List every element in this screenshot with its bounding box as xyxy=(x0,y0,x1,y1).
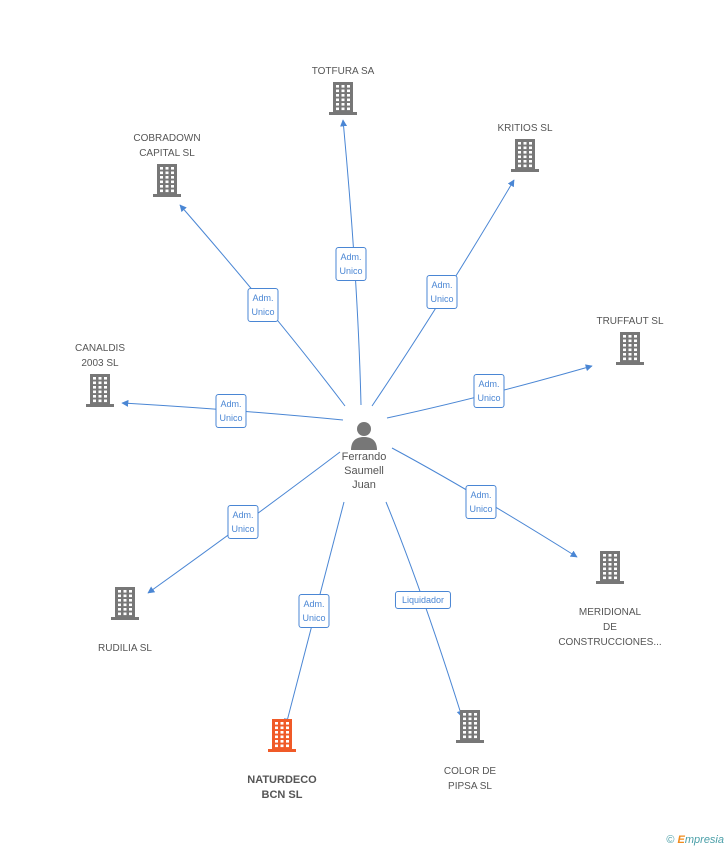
company-label-line: TRUFFAUT SL xyxy=(596,316,664,327)
role-badge-canaldis[interactable]: Adm. Unico xyxy=(215,394,247,428)
role-badge-line: Adm. xyxy=(431,280,453,290)
building-icon xyxy=(511,139,539,172)
copyright-icon: © xyxy=(666,834,675,846)
edge-colordepipsa xyxy=(385,501,464,718)
role-badge-kritios[interactable]: Adm. Unico xyxy=(426,275,458,309)
building-icon xyxy=(456,710,484,743)
role-badge-line: Liquidador xyxy=(401,595,445,605)
person-name-line: Juan xyxy=(352,479,376,491)
role-badge-line: Unico xyxy=(251,307,275,317)
role-badge-line: Unico xyxy=(302,613,326,623)
role-badge-line: Adm. xyxy=(340,252,362,262)
person-name-line: Saumell xyxy=(344,465,384,477)
role-badge-line: Unico xyxy=(430,294,454,304)
building-icon xyxy=(153,164,181,197)
role-badge-line: Unico xyxy=(231,524,255,534)
company-label-line: PIPSA SL xyxy=(448,781,492,792)
building-icon xyxy=(268,719,296,752)
company-label-line: BCN SL xyxy=(261,789,303,801)
person-node[interactable]: Ferrando Saumell Juan xyxy=(314,420,414,492)
role-badge-truffaut[interactable]: Adm. Unico xyxy=(473,374,505,408)
role-badge-colordepipsa[interactable]: Liquidador xyxy=(394,591,452,609)
role-badge-totfura[interactable]: Adm. Unico xyxy=(335,247,367,281)
company-node-meridional[interactable]: MERIDIONAL DE CONSTRUCCIONES... xyxy=(550,550,670,650)
company-label-line: RUDILIA SL xyxy=(98,643,152,654)
company-label: RUDILIA SL xyxy=(65,641,185,656)
role-badge-line: Unico xyxy=(339,266,363,276)
company-label: TOTFURA SA xyxy=(283,64,403,79)
role-badge-line: Unico xyxy=(469,504,493,514)
role-badge-meridional[interactable]: Adm. Unico xyxy=(465,485,497,519)
company-label: MERIDIONAL DE CONSTRUCCIONES... xyxy=(550,605,670,650)
company-node-kritios[interactable]: KRITIOS SL xyxy=(465,121,585,172)
company-node-truffaut[interactable]: TRUFFAUT SL xyxy=(570,314,690,365)
company-label-line: MERIDIONAL xyxy=(578,607,642,618)
role-badge-line: Adm. xyxy=(232,510,254,520)
role-badge-line: Unico xyxy=(477,393,501,403)
building-icon xyxy=(329,82,357,115)
company-label-line: 2003 SL xyxy=(81,358,119,369)
company-label: COBRADOWN CAPITAL SL xyxy=(107,131,227,161)
role-badge-line: Unico xyxy=(219,413,243,423)
role-badge-line: Adm. xyxy=(478,379,500,389)
company-node-canaldis[interactable]: CANALDIS 2003 SL xyxy=(40,341,160,407)
brand-footer: ©Empresia xyxy=(666,834,724,846)
company-label: CANALDIS 2003 SL xyxy=(40,341,160,371)
role-badge-line: Adm. xyxy=(470,490,492,500)
company-label-line: CANALDIS xyxy=(74,343,125,354)
role-badge-line: Adm. xyxy=(303,599,325,609)
company-label-line: COLOR DE xyxy=(443,766,497,777)
brand-logo-text: mpresia xyxy=(684,834,724,846)
building-icon xyxy=(596,551,624,584)
brand-logo-initial: E xyxy=(677,834,685,846)
role-badge-line: Adm. xyxy=(252,293,274,303)
company-node-colordepipsa[interactable]: COLOR DE PIPSA SL xyxy=(410,709,530,794)
person-name-line: Ferrando xyxy=(341,451,387,463)
company-label-line: KRITIOS SL xyxy=(497,123,553,134)
role-badge-line: Adm. xyxy=(220,399,242,409)
building-icon xyxy=(111,587,139,620)
role-badge-cobradown[interactable]: Adm. Unico xyxy=(247,288,279,322)
role-badge-rudilia[interactable]: Adm. Unico xyxy=(227,505,259,539)
company-node-naturdeco[interactable]: NATURDECO BCN SL xyxy=(222,718,342,803)
company-label-line: DE xyxy=(603,622,617,633)
company-label-line: NATURDECO xyxy=(247,774,317,786)
company-label: TRUFFAUT SL xyxy=(570,314,690,329)
company-label: KRITIOS SL xyxy=(465,121,585,136)
role-badge-naturdeco[interactable]: Adm. Unico xyxy=(298,594,330,628)
company-node-cobradown[interactable]: COBRADOWN CAPITAL SL xyxy=(107,131,227,197)
building-icon xyxy=(616,332,644,365)
company-label: NATURDECO BCN SL xyxy=(222,773,342,803)
building-icon xyxy=(86,374,114,407)
company-label-line: CAPITAL SL xyxy=(139,148,195,159)
person-icon xyxy=(351,422,377,450)
company-label-line: COBRADOWN xyxy=(133,133,201,144)
company-label-line: TOTFURA SA xyxy=(311,66,375,77)
company-node-totfura[interactable]: TOTFURA SA xyxy=(283,64,403,115)
company-label: COLOR DE PIPSA SL xyxy=(410,764,530,794)
company-node-rudilia[interactable]: RUDILIA SL xyxy=(65,586,185,656)
company-label-line: CONSTRUCCIONES... xyxy=(558,637,662,648)
